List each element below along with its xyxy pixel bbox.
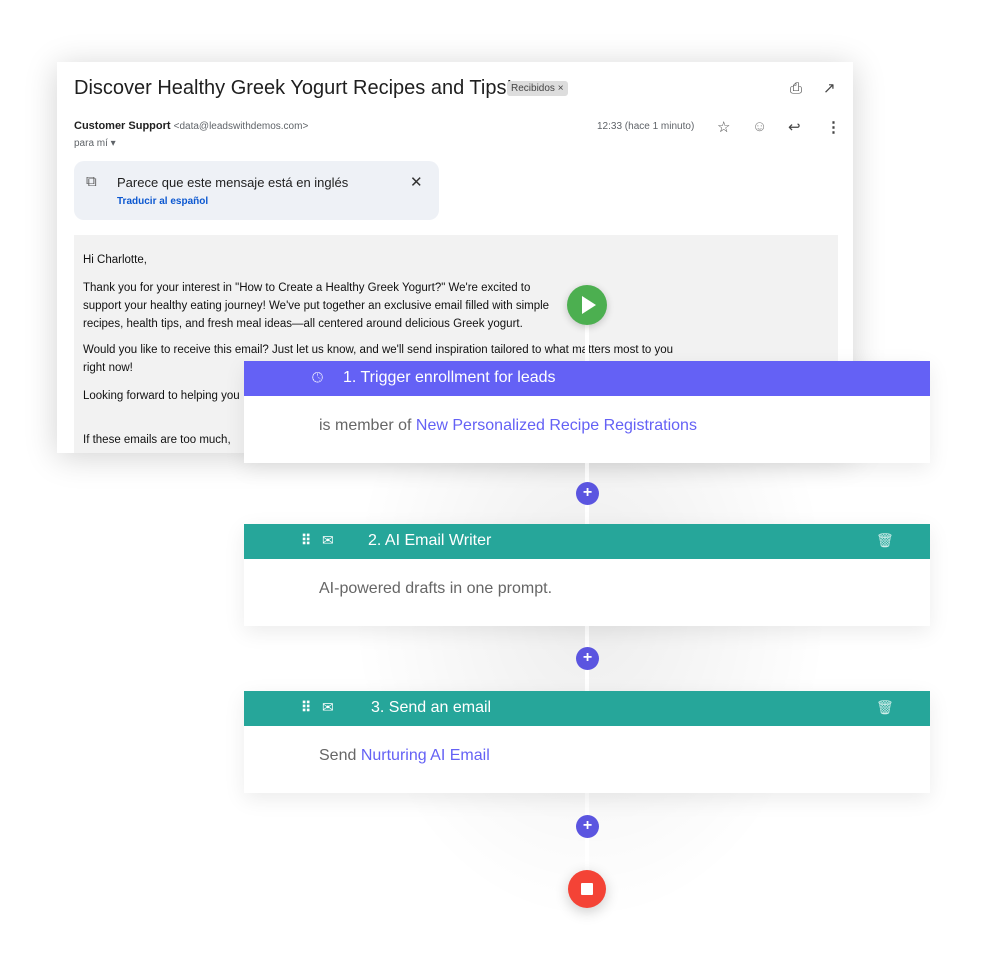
add-step-button[interactable]: + [576, 482, 599, 505]
translate-icon: ⧉ [86, 173, 97, 190]
translate-link[interactable]: Traducir al español [117, 196, 209, 207]
email-link[interactable]: Nurturing AI Email [360, 747, 490, 764]
play-icon [582, 296, 596, 314]
step-body: AI-powered drafts in one prompt. [319, 580, 553, 597]
drag-handle-icon[interactable]: ⠿ [301, 699, 312, 715]
body-paragraph: Looking forward to helping you [83, 390, 240, 402]
workflow-step-trigger[interactable]: 🕓︎ 1. Trigger enrollment for leads is me… [244, 361, 930, 463]
inbox-label[interactable]: Recibidos × [507, 81, 568, 96]
step-text: Send [319, 747, 361, 764]
step-header: ⠿ ✉ 3. Send an email 🗑︎ [244, 691, 930, 726]
body-paragraph: If these emails are too much, [83, 434, 231, 446]
more-options-icon[interactable]: ⋮ [826, 119, 841, 136]
reply-icon[interactable]: ↩ [788, 119, 801, 136]
body-paragraph: Hi Charlotte, [83, 254, 147, 266]
step-title: 1. Trigger enrollment for leads [343, 369, 556, 386]
step-header: 🕓︎ 1. Trigger enrollment for leads [244, 361, 930, 396]
translate-banner: ⧉ Parece que este mensaje está en inglés… [74, 161, 439, 220]
add-step-button[interactable]: + [576, 815, 599, 838]
add-step-button[interactable]: + [576, 647, 599, 670]
sender-email: <data@leadswithdemos.com> [173, 121, 309, 132]
step-title: 3. Send an email [371, 699, 492, 716]
workflow-step-send-email[interactable]: ⠿ ✉ 3. Send an email 🗑︎ Send Nurturing A… [244, 691, 930, 793]
sender-name: Customer Support [74, 120, 171, 132]
step-title: 2. AI Email Writer [368, 532, 492, 549]
stop-icon [581, 883, 593, 895]
recipient-dropdown[interactable]: para mí ▾ [74, 138, 116, 149]
email-time: 12:33 (hace 1 minuto) [597, 121, 695, 132]
body-paragraph: Would you like to receive this email? Ju… [83, 344, 674, 374]
list-link[interactable]: New Personalized Recipe Registrations [415, 417, 697, 434]
trash-icon[interactable]: 🗑︎ [876, 532, 894, 548]
step-header: ⠿ ✉ 2. AI Email Writer 🗑︎ [244, 524, 930, 559]
emoji-icon[interactable]: ☺ [752, 118, 768, 135]
translate-message: Parece que este mensaje está en inglés [117, 175, 349, 190]
start-button[interactable] [567, 285, 607, 325]
clock-icon: 🕓︎ [312, 369, 324, 385]
drag-handle-icon[interactable]: ⠿ [301, 532, 312, 548]
step-body: is member of New Personalized Recipe Reg… [244, 396, 930, 463]
star-icon[interactable]: ☆ [717, 119, 731, 136]
sender: Customer Support <data@leadswithdemos.co… [74, 120, 308, 132]
trash-icon[interactable]: 🗑︎ [876, 699, 894, 715]
close-icon[interactable]: ✕ [410, 174, 423, 191]
step-text: is member of [319, 417, 416, 434]
step-body: Send Nurturing AI Email [244, 726, 930, 793]
open-new-window-icon[interactable]: ↗ [823, 80, 836, 97]
email-subject: Discover Healthy Greek Yogurt Recipes an… [74, 77, 512, 99]
stop-button[interactable] [568, 870, 606, 908]
envelope-icon: ✉ [322, 699, 334, 715]
body-paragraph: Thank you for your interest in "How to C… [83, 282, 550, 330]
email-window: Discover Healthy Greek Yogurt Recipes an… [57, 62, 853, 453]
open-envelope-icon: ✉ [322, 532, 334, 548]
print-icon[interactable]: ⎙ [790, 80, 803, 97]
workflow-step-ai-email-writer[interactable]: ⠿ ✉ 2. AI Email Writer 🗑︎ AI-powered dra… [244, 524, 930, 626]
